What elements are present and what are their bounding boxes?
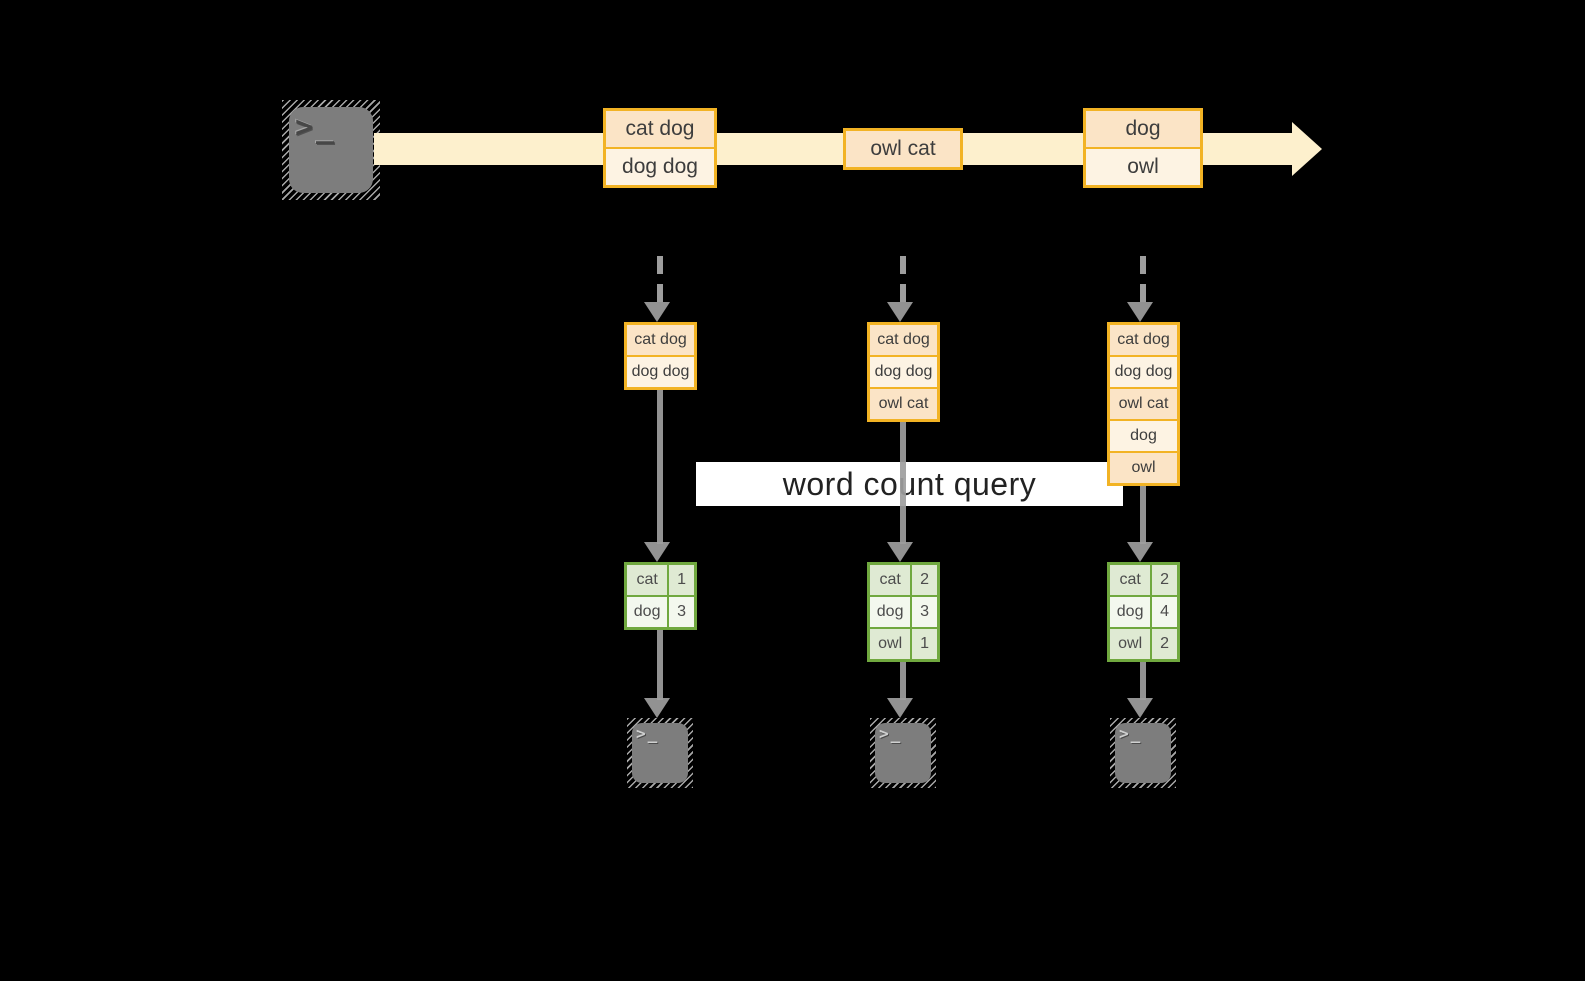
record-stack-2: cat dog dog dog owl cat: [867, 322, 940, 422]
dashed-arrow-line: [657, 256, 663, 302]
count-word: owl: [870, 629, 911, 659]
stream-event: cat dog: [606, 111, 714, 147]
dashed-arrowhead-icon: [644, 302, 670, 322]
stack-row: cat dog: [627, 325, 694, 355]
arrow-line: [900, 662, 906, 700]
terminal-prompt-icon: >_: [1119, 724, 1143, 743]
record-stack-3: cat dog dog dog owl cat dog owl: [1107, 322, 1180, 486]
stream-event: dog: [1086, 111, 1200, 147]
stack-row: owl: [1110, 451, 1177, 483]
dashed-arrow-line: [1140, 256, 1146, 302]
stream-event: owl cat: [846, 131, 960, 167]
query-banner: word count query: [696, 462, 1123, 506]
count-value: 3: [910, 597, 937, 627]
stack-row: dog dog: [1110, 355, 1177, 387]
arrow-line: [1140, 486, 1146, 544]
arrow-line: [1140, 662, 1146, 700]
terminal-screen: [875, 723, 931, 783]
record-stack-1: cat dog dog dog: [624, 322, 697, 390]
terminal-prompt-icon: >_: [636, 724, 660, 743]
dashed-arrowhead-icon: [1127, 302, 1153, 322]
arrowhead-icon: [1127, 698, 1153, 718]
arrowhead-icon: [887, 542, 913, 562]
stream-record-box-1: cat dog dog dog: [603, 108, 717, 188]
count-word: dog: [870, 597, 911, 627]
terminal-screen: [632, 723, 688, 783]
terminal-screen: [289, 107, 373, 193]
stack-row: dog dog: [870, 355, 937, 387]
arrowhead-icon: [644, 698, 670, 718]
count-value: 1: [667, 565, 694, 595]
terminal-prompt-icon: >_: [295, 110, 338, 145]
source-terminal-icon: >_: [282, 100, 380, 200]
arrow-line: [657, 390, 663, 544]
output-terminal-icon: >_: [1110, 718, 1176, 788]
stack-row: owl cat: [1110, 387, 1177, 419]
dashed-arrow-line: [900, 256, 906, 302]
terminal-screen: [1115, 723, 1171, 783]
stack-row: owl cat: [870, 387, 937, 419]
stream-event: owl: [1086, 147, 1200, 185]
count-value: 2: [1150, 565, 1177, 595]
output-terminal-icon: >_: [627, 718, 693, 788]
stack-row: dog dog: [627, 355, 694, 387]
stack-row: cat dog: [870, 325, 937, 355]
terminal-prompt-icon: >_: [879, 724, 903, 743]
count-value: 2: [1150, 629, 1177, 659]
arrow-line: [657, 630, 663, 700]
dashed-arrowhead-icon: [887, 302, 913, 322]
count-word: owl: [1110, 629, 1151, 659]
stack-row: cat dog: [1110, 325, 1177, 355]
arrowhead-icon: [1127, 542, 1153, 562]
stream-record-box-2: owl cat: [843, 128, 963, 170]
output-terminal-icon: >_: [870, 718, 936, 788]
count-word: cat: [1110, 565, 1151, 595]
count-value: 3: [667, 597, 694, 627]
count-value: 1: [910, 629, 937, 659]
count-word: cat: [627, 565, 668, 595]
count-value: 4: [1150, 597, 1177, 627]
arrowhead-icon: [887, 698, 913, 718]
count-word: dog: [1110, 597, 1151, 627]
arrowhead-icon: [644, 542, 670, 562]
count-word: dog: [627, 597, 668, 627]
count-value: 2: [910, 565, 937, 595]
stack-row: dog: [1110, 419, 1177, 451]
stream-record-box-3: dog owl: [1083, 108, 1203, 188]
arrow-line: [900, 422, 906, 544]
stream-event: dog dog: [606, 147, 714, 185]
count-word: cat: [870, 565, 911, 595]
query-banner-label: word count query: [782, 465, 1037, 502]
stream-arrowhead-icon: [1292, 122, 1322, 176]
